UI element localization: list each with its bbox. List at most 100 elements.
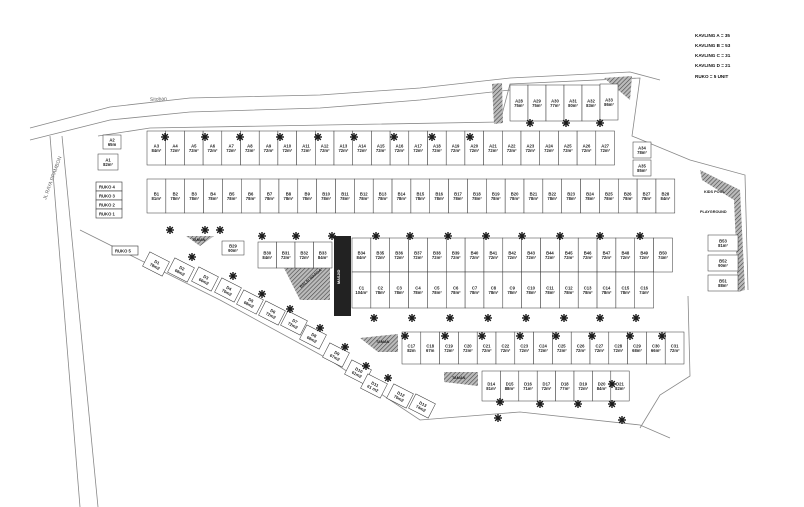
lot-id: B4 — [210, 192, 216, 197]
lot-id: B16 — [435, 192, 443, 197]
lot-id: B10 — [322, 192, 330, 197]
lot-area: 78m² — [602, 290, 612, 295]
lot-area: 78m² — [170, 196, 180, 201]
lot-area: 72m² — [208, 148, 218, 153]
lot-id: C7 — [472, 286, 478, 291]
lot-area: 72m² — [264, 148, 274, 153]
lot-area: 72m2 — [287, 321, 299, 331]
lot-area: 72m² — [394, 255, 404, 260]
lot-id: A28 — [515, 99, 523, 104]
tree-icon — [552, 332, 560, 340]
lot-id: A4 — [172, 144, 178, 149]
lot-id: B7 — [267, 192, 273, 197]
lot-id: A2 — [109, 138, 115, 143]
lot-id: A33 — [605, 98, 613, 103]
lot-id: A5 — [191, 144, 197, 149]
lot-id: C26 — [577, 344, 585, 349]
lot-area: 78m² — [397, 196, 407, 201]
lot-id: C13 — [584, 286, 592, 291]
tree-icon — [484, 314, 492, 322]
lot-plot — [655, 178, 676, 214]
lot-id: D20 — [598, 382, 606, 387]
legend-kavling-c: KAVLING C = 31 — [695, 53, 731, 58]
lot-area: 74m² — [658, 255, 668, 260]
lot-id: D21 — [616, 382, 624, 387]
lot-id: D1 — [153, 259, 161, 266]
north-road-edge-1 — [29, 71, 661, 129]
lot-plot — [595, 130, 615, 166]
hatch-balai-warga — [283, 266, 330, 300]
lot-id: A18 — [433, 144, 441, 149]
lot-id: B50 — [659, 251, 667, 256]
lot-area: 78m² — [491, 196, 501, 201]
lot-plot — [214, 277, 242, 303]
lot-plot — [142, 251, 170, 277]
lot-id: A11 — [302, 144, 310, 149]
lot-area: 78m² — [359, 196, 369, 201]
lot-id: A34 — [638, 146, 646, 151]
lot-area: 78m² — [529, 196, 539, 201]
lot-id: D2 — [178, 265, 186, 272]
tree-icon — [574, 400, 582, 408]
tree-icon — [441, 332, 449, 340]
tree-icon — [258, 290, 266, 298]
lot-id: B6 — [248, 192, 254, 197]
lot-area: 70m2 — [393, 394, 405, 404]
lot-area: 78m² — [604, 196, 614, 201]
tree-icon — [496, 398, 504, 406]
lot-id: C4 — [415, 286, 421, 291]
trees-layer — [161, 119, 666, 424]
lot-area: 78m² — [375, 290, 385, 295]
lot-id: D11 — [370, 380, 380, 388]
lot-id: A15 — [377, 144, 385, 149]
lot-area: 72m² — [538, 348, 548, 353]
lot-plot — [599, 83, 619, 121]
tree-icon — [161, 133, 169, 141]
lot-id: C1 — [359, 286, 365, 291]
lot-area: 72m² — [189, 148, 199, 153]
lot-area: 72m² — [482, 348, 492, 353]
lot-id: C16 — [640, 286, 648, 291]
lot-area: 78m² — [415, 196, 425, 201]
lot-id: B36 — [395, 251, 403, 256]
lot-id: B53 — [719, 239, 727, 244]
ruko-5-plot — [111, 245, 139, 256]
lots-layer: A384m²A472m²A572m²A672m²A772m²A872m²A972… — [97, 83, 739, 419]
lot-area: 72m² — [338, 148, 348, 153]
lot-id: D5 — [247, 297, 255, 304]
tree-icon — [166, 226, 174, 234]
tree-icon — [316, 324, 324, 332]
tree-icon — [406, 232, 414, 240]
lot-area: 78m² — [208, 196, 218, 201]
lot-area: 68m2 — [243, 300, 255, 310]
lot-id: C9 — [510, 286, 516, 291]
lot-area: 78m² — [432, 290, 442, 295]
lot-id: C23 — [520, 344, 528, 349]
lot-area: 78m² — [265, 196, 275, 201]
lot-area: 90m² — [718, 263, 728, 268]
lot-id: B40 — [471, 251, 479, 256]
lot-area: 61m2 — [351, 370, 363, 380]
lot-id: A35 — [638, 164, 646, 169]
lot-id: A9 — [266, 144, 272, 149]
tree-icon — [636, 232, 644, 240]
